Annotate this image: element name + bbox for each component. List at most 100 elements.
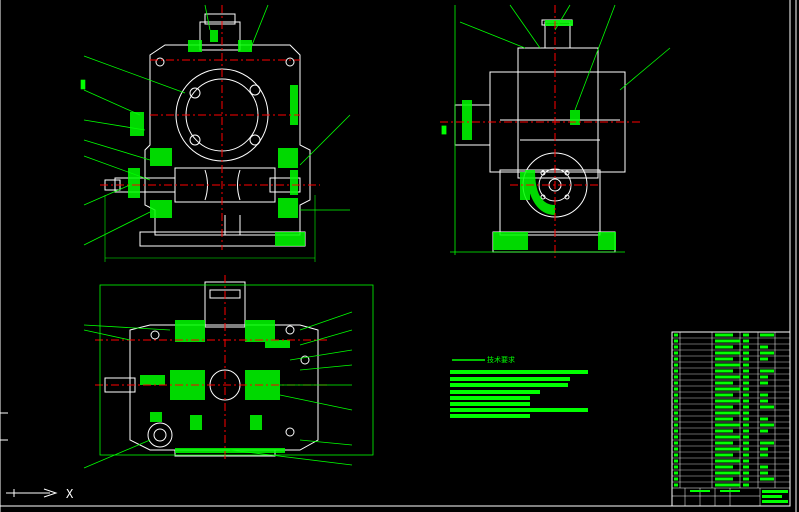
parts-table-entry xyxy=(760,405,774,409)
parts-table-entry xyxy=(743,381,749,385)
parts-table-entry xyxy=(715,369,733,373)
parts-table-entry xyxy=(760,333,774,337)
parts-table-entry xyxy=(674,429,678,433)
parts-table-entry xyxy=(743,429,749,433)
parts-table-entry xyxy=(743,369,749,373)
parts-table-entry xyxy=(715,351,740,355)
parts-table-entry xyxy=(674,339,678,343)
parts-table-entry xyxy=(760,417,768,421)
parts-table-entry xyxy=(715,441,733,445)
parts-table-entry xyxy=(715,429,733,433)
parts-table-entry xyxy=(674,345,678,349)
parts-table-entry xyxy=(715,375,740,379)
parts-table-entry xyxy=(674,465,678,469)
parts-table-entry xyxy=(674,459,678,463)
parts-table-entry xyxy=(674,447,678,451)
parts-table-entry xyxy=(743,387,749,391)
parts-table-entry xyxy=(715,411,740,415)
parts-table-entry xyxy=(715,399,740,403)
front-section-view xyxy=(80,4,351,262)
parts-table-entry xyxy=(715,363,740,367)
parts-table-entry xyxy=(715,423,740,427)
parts-table-entry xyxy=(760,423,774,427)
parts-table-entry xyxy=(715,465,733,469)
parts-table-entry xyxy=(743,423,749,427)
parts-table-entry xyxy=(674,381,678,385)
parts-table-entry xyxy=(743,465,749,469)
parts-table-entry xyxy=(674,357,678,361)
parts-table-entry xyxy=(760,357,768,361)
parts-table-entry xyxy=(743,459,749,463)
parts-table-entry xyxy=(715,483,740,487)
side-view xyxy=(440,4,671,260)
parts-table-entry xyxy=(674,363,678,367)
parts-table-entry xyxy=(674,441,678,445)
parts-table-entry xyxy=(760,375,768,379)
parts-table-entry xyxy=(760,447,768,451)
frame-left-marks xyxy=(0,412,8,441)
parts-table-entry xyxy=(715,435,740,439)
parts-table-entry xyxy=(674,387,678,391)
parts-table-entry xyxy=(674,333,678,337)
parts-table-entry xyxy=(715,477,733,481)
parts-table-entry xyxy=(743,363,749,367)
parts-table-entry xyxy=(760,453,768,457)
parts-table-entry xyxy=(674,435,678,439)
parts-table-entry xyxy=(760,465,768,469)
parts-table-entry xyxy=(674,483,678,487)
parts-table-entry xyxy=(674,411,678,415)
top-section-view xyxy=(83,275,374,469)
parts-table-entry xyxy=(674,369,678,373)
parts-table-entry xyxy=(760,399,768,403)
parts-table-entry xyxy=(743,447,749,451)
parts-table-entry xyxy=(743,411,749,415)
parts-table-entry xyxy=(674,351,678,355)
parts-table-entry xyxy=(715,471,740,475)
parts-table-entry xyxy=(715,345,733,349)
parts-table-entry xyxy=(743,375,749,379)
ucs-x-label: X xyxy=(66,487,74,501)
parts-table-entry xyxy=(743,453,749,457)
parts-table-entry xyxy=(715,393,733,397)
parts-table-entry xyxy=(743,399,749,403)
parts-table-entry xyxy=(715,381,733,385)
parts-table-entry xyxy=(760,345,768,349)
parts-table-entry xyxy=(760,369,774,373)
parts-table-entry xyxy=(715,453,733,457)
parts-table-entry xyxy=(743,345,749,349)
tech-requirements-title: 技术要求 xyxy=(487,355,515,364)
ucs-icon xyxy=(6,488,58,498)
parts-table-entry xyxy=(760,393,768,397)
parts-table-entry xyxy=(743,333,749,337)
parts-table-entry xyxy=(674,405,678,409)
parts-table-entry xyxy=(743,477,749,481)
parts-table-entry xyxy=(715,387,740,391)
parts-table-entry xyxy=(743,417,749,421)
parts-table-entry xyxy=(715,459,740,463)
parts-table-entry xyxy=(760,441,774,445)
parts-table-entry xyxy=(715,333,733,337)
parts-table-entry xyxy=(715,405,733,409)
parts-table-entry xyxy=(743,441,749,445)
parts-table-entry xyxy=(743,435,749,439)
parts-table-entry xyxy=(760,381,768,385)
parts-table-entry xyxy=(760,471,768,475)
parts-table-entry xyxy=(674,417,678,421)
parts-table-entry xyxy=(674,423,678,427)
parts-table-entry xyxy=(743,393,749,397)
parts-table-entry xyxy=(715,339,740,343)
parts-table-entry xyxy=(674,453,678,457)
parts-table-entry xyxy=(743,483,749,487)
parts-table-entry xyxy=(674,477,678,481)
parts-table-entry xyxy=(760,429,768,433)
parts-table-entry xyxy=(743,357,749,361)
parts-table-entry xyxy=(760,351,774,355)
parts-table-entry xyxy=(674,471,678,475)
parts-list-table xyxy=(671,331,791,507)
parts-table-entry xyxy=(715,417,733,421)
parts-table-entry xyxy=(715,357,733,361)
parts-table-entry xyxy=(674,399,678,403)
parts-table-entry xyxy=(674,375,678,379)
